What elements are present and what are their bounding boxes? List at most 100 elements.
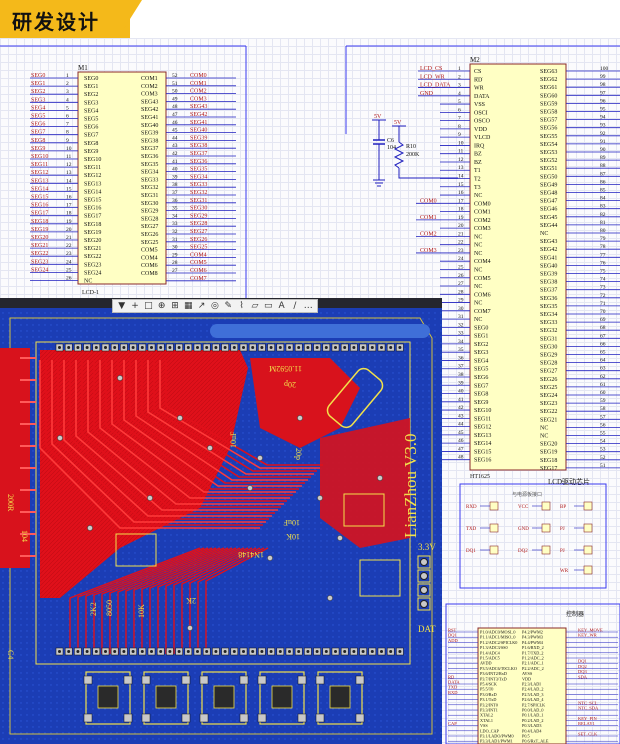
m2-left-pin-num: 33 <box>458 331 464 337</box>
m2-right-pin-num: 88 <box>600 163 606 169</box>
m1-right-pin-name: SEG36 <box>141 154 158 160</box>
polygon-icon[interactable]: ▱ <box>251 301 259 311</box>
pcb-via <box>57 435 63 441</box>
silk-10uf-b: 10uF <box>283 518 300 527</box>
controller-right-net: SET_CLK <box>578 732 598 737</box>
m1-right-pin-num: 45 <box>172 128 178 134</box>
m1-right-pin-name: SEG42 <box>141 107 158 113</box>
header-pad-hole <box>278 346 282 349</box>
pcb-via <box>297 415 303 421</box>
controller-right-pin: P0.6/RxT_ALE <box>522 739 549 744</box>
header-pad-hole <box>297 346 301 349</box>
pcb-via <box>147 495 153 501</box>
m2-left-pin-num: 13 <box>458 165 464 171</box>
highlight-icon[interactable]: ✎ <box>224 301 233 311</box>
silk-board-name: LianZhou V3.0 <box>401 433 420 538</box>
m1-left-pin-name: SEG9 <box>84 149 98 155</box>
m2-right-pin-num: 57 <box>600 414 606 420</box>
net-icon[interactable]: ⌇ <box>239 301 244 311</box>
m1-left-pin-num: 22 <box>66 243 72 249</box>
controller-right-net: KEY_MOVE <box>578 628 603 633</box>
header-pad-hole <box>269 346 273 349</box>
m1-left-pin-num: 3 <box>66 89 69 95</box>
rect-select-icon[interactable]: □ <box>144 301 153 311</box>
crystal-outline <box>326 367 384 429</box>
lcd-block-pad <box>489 545 499 555</box>
m2-left-pin-name: NC <box>474 317 482 323</box>
move-icon[interactable]: ⊕ <box>157 301 166 311</box>
m2-left-pin-num: 43 <box>458 413 464 419</box>
pcb-trace <box>117 547 225 654</box>
header-pad-hole <box>223 650 227 653</box>
m2-right-pin-num: 75 <box>600 269 606 275</box>
keepout-icon[interactable]: ▭ <box>264 301 273 311</box>
controller-title: 控制器 <box>566 610 584 618</box>
text-icon[interactable]: A <box>278 301 285 311</box>
lcd-block-pad <box>489 501 499 511</box>
switch-cap <box>271 685 293 709</box>
switch-pad <box>83 675 93 685</box>
controller-right-net: RELAY1 <box>578 721 595 726</box>
m2-left-pin-name: SEG1 <box>474 334 488 340</box>
m1-left-pin-name: SEG1 <box>84 84 98 90</box>
header-pad-hole <box>94 346 98 349</box>
pcb-trace <box>105 360 293 496</box>
header-pad-hole <box>177 346 181 349</box>
align-icon[interactable]: ⊞ <box>171 301 179 311</box>
lcd-block-label: BP <box>560 505 566 510</box>
m2-body <box>469 63 567 471</box>
switch-pad <box>141 675 151 685</box>
m2-left-pin-num: 24 <box>458 256 464 262</box>
m1-left-pin-name: SEG7 <box>84 133 98 139</box>
m2-right-pin-name: SEG55 <box>540 134 557 140</box>
m2-left-pin-num: 39 <box>458 380 464 386</box>
m2-left-pin-name: COM2 <box>474 218 491 224</box>
header-pad-hole <box>196 346 199 349</box>
header-pad-hole <box>334 650 337 653</box>
via-icon[interactable]: ◎ <box>211 301 219 311</box>
line-icon[interactable]: ∕ <box>293 301 297 311</box>
m2-right-pin-name: SEG21 <box>540 417 557 423</box>
component-icon[interactable]: ▦ <box>184 301 193 311</box>
m2-left-pin-num: 4 <box>458 91 461 97</box>
pcb-trace <box>81 360 281 508</box>
m1-right-pin-num: 31 <box>172 237 178 243</box>
filter-icon[interactable]: ▼ <box>118 301 126 311</box>
silk-200r: 200R <box>6 494 15 512</box>
m1-left-net-label: SEG15 <box>31 195 48 201</box>
m2-right-pin-num: 98 <box>600 82 606 88</box>
controller-right-pin: P1.2/ADC_2 <box>522 656 544 661</box>
add-icon[interactable]: + <box>131 301 139 311</box>
controller-left-pin: P1.3/ADC3/SS0 <box>480 645 508 650</box>
switch-outline <box>143 671 189 725</box>
header-pad-hole <box>288 650 291 653</box>
m2-right-pin-num: 65 <box>600 350 606 356</box>
pcb-trace <box>85 547 209 654</box>
pcb-layout-view[interactable]: LianZhou V3.0 11.0592M 20p 20p 10uF 10uF… <box>0 298 442 744</box>
controller-right-pin: P1.6/RXD_2 <box>522 645 544 650</box>
m1-right-pin-num: 41 <box>172 159 178 165</box>
res-value: 200K <box>406 152 420 158</box>
m2-left-pin-name: T2 <box>474 177 481 183</box>
pcb-trace <box>153 360 317 472</box>
more-icon[interactable]: … <box>303 301 313 311</box>
m1-right-pin-num: 36 <box>172 198 178 204</box>
controller-right-pin: P2.3/LADI <box>522 682 541 687</box>
m1-left-net-label: SEG9 <box>31 146 45 152</box>
m2-right-pin-num: 67 <box>600 333 606 339</box>
m1-left-pin-name: SEG0 <box>84 76 98 82</box>
m2-right-pin-num: 55 <box>600 431 606 437</box>
m2-right-pin-name: SEG18 <box>540 458 557 464</box>
m2-right-pin-name: SEG42 <box>540 247 557 253</box>
switch-pad <box>257 713 267 723</box>
m1-right-pin-num: 32 <box>172 229 178 235</box>
m2-right-pin-name: SEG33 <box>540 320 557 326</box>
m1-right-pin-num: 44 <box>172 135 178 141</box>
m2-right-pin-name: SEG53 <box>540 150 557 156</box>
pcb-trace <box>141 360 311 478</box>
route-icon[interactable]: ↗ <box>197 301 206 311</box>
pad-3v3-a-hole <box>420 558 428 566</box>
m2-right-pin-name: SEG36 <box>540 296 557 302</box>
lcd-block-pad <box>583 523 593 533</box>
m2-left-pin-name: WR <box>474 86 484 92</box>
